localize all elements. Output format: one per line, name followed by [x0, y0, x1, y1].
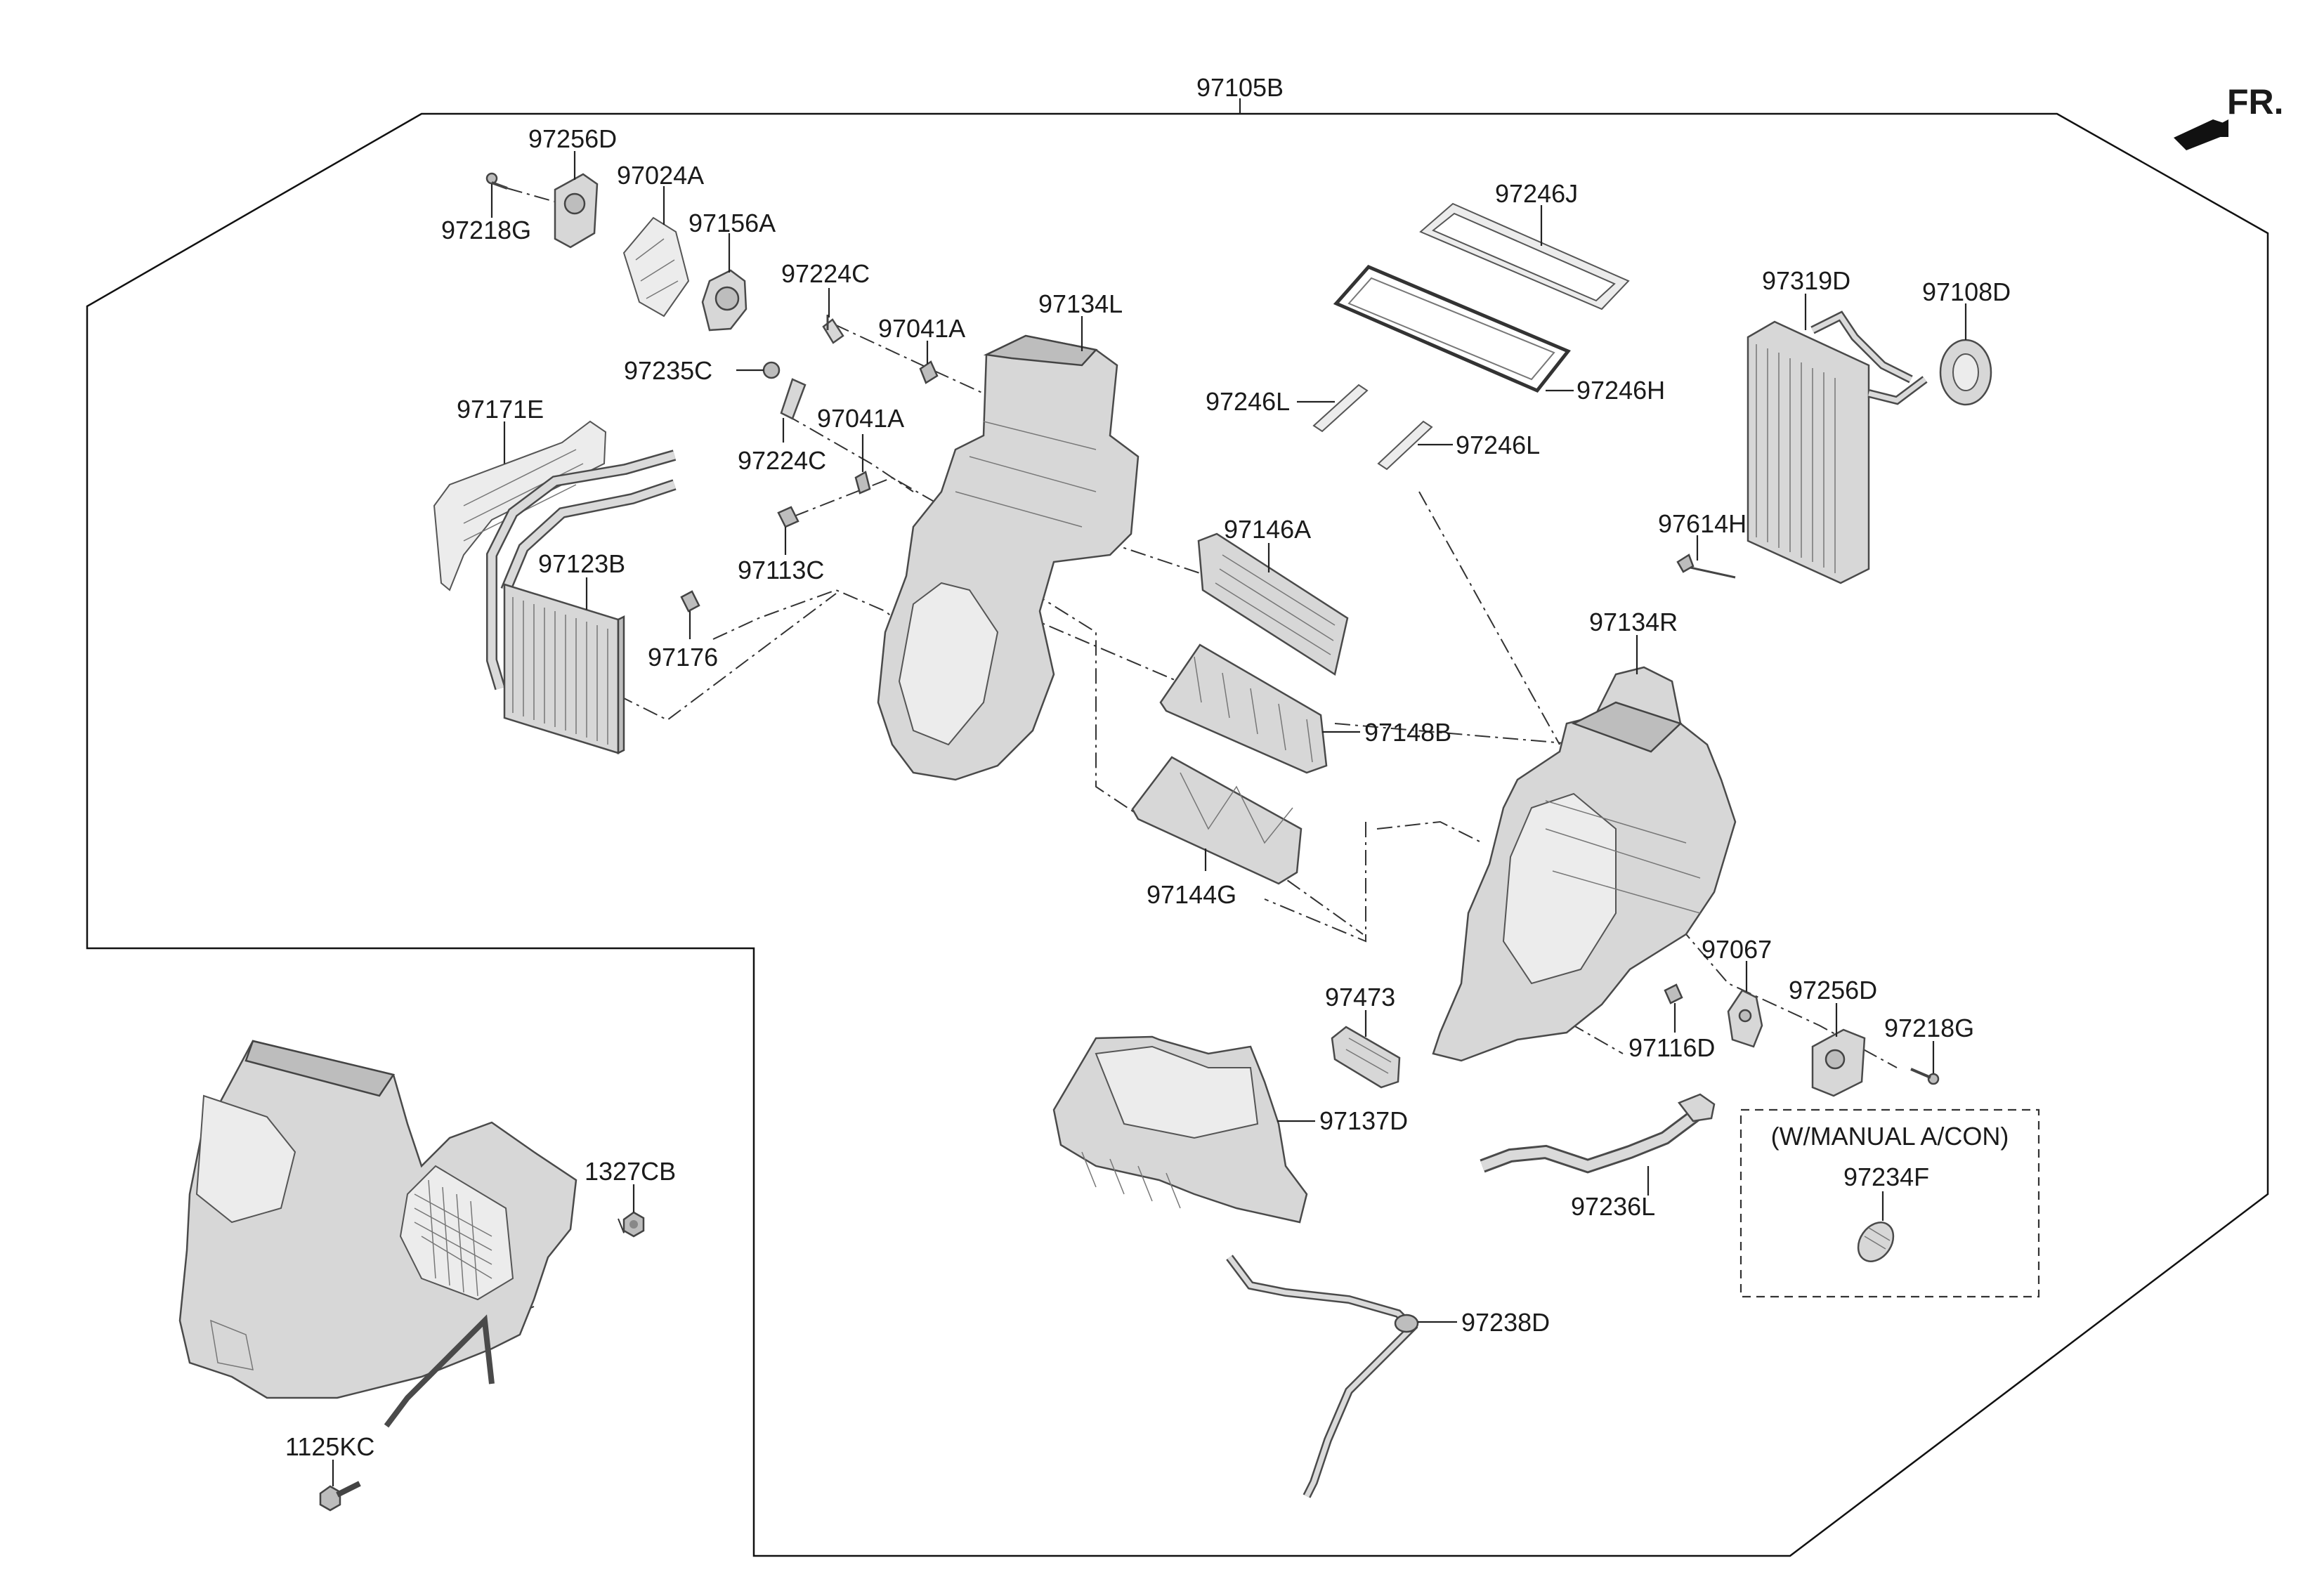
- label-97246l-right: 97246L: [1456, 431, 1540, 459]
- gasket-97108d-icon: [1939, 339, 1992, 406]
- front-direction-arrow-icon: [2174, 119, 2228, 150]
- label-97041a-mid: 97041A: [817, 404, 904, 433]
- drain-tube-97238d-icon: [1226, 1255, 1419, 1498]
- grommet-97235c-icon: [762, 361, 781, 379]
- bolt-1125kc-icon: [319, 1481, 361, 1512]
- screw-97218g-top-icon: [485, 172, 508, 190]
- filter-strip-97246l-left-icon: [1312, 384, 1369, 433]
- label-97473: 97473: [1325, 983, 1395, 1011]
- valve-97234f-icon: [1857, 1222, 1895, 1262]
- filter-strip-97246l-right-icon: [1377, 420, 1433, 471]
- label-97108d: 97108D: [1922, 277, 2011, 306]
- assembled-hvac-unit-icon: [178, 1040, 577, 1428]
- label-97319d: 97319D: [1762, 266, 1850, 295]
- label-97146a: 97146A: [1224, 515, 1311, 544]
- filter-seal-97246h-icon: [1333, 264, 1571, 393]
- heater-core-97123b-icon: [503, 583, 625, 755]
- connector-97113c-icon: [777, 506, 799, 528]
- sensor-97176-icon: [680, 590, 700, 613]
- assembly-outline-frame: [86, 112, 2269, 1557]
- sensor-97116d-icon: [1664, 983, 1683, 1004]
- clip-97041a-mid-icon: [854, 471, 871, 495]
- option-box-title: (W/MANUAL A/CON): [1771, 1122, 2009, 1151]
- label-97224c-top: 97224C: [781, 259, 870, 288]
- case-97134r-icon: [1432, 666, 1737, 1062]
- cover-97473-icon: [1331, 1026, 1401, 1089]
- label-97218g-top: 97218G: [441, 216, 531, 244]
- filter-frame-97246j-icon: [1419, 202, 1630, 310]
- door-97146a-icon: [1197, 532, 1349, 676]
- label-97137d: 97137D: [1319, 1106, 1408, 1135]
- label-97234f: 97234F: [1843, 1163, 1929, 1191]
- actuator-97256d-top-icon: [554, 173, 599, 249]
- door-97148b-icon: [1159, 643, 1328, 774]
- assembly-label: 97105B: [1196, 73, 1284, 102]
- case-97134l-icon: [877, 334, 1140, 781]
- label-97123b: 97123B: [538, 549, 625, 578]
- sensor-97614h-icon: [1676, 554, 1736, 579]
- door-97144g-icon: [1131, 756, 1303, 885]
- label-97116d: 97116D: [1628, 1033, 1715, 1062]
- actuator-97256d-bottom-icon: [1811, 1028, 1866, 1097]
- option-box: [1739, 1108, 2040, 1298]
- label-97224c-mid: 97224C: [738, 446, 826, 475]
- actuator-97067-icon: [1727, 989, 1763, 1048]
- label-1125kc: 1125KC: [285, 1432, 374, 1461]
- motor-97156a-icon: [701, 269, 748, 332]
- label-97134r: 97134R: [1589, 608, 1678, 636]
- label-97144g: 97144G: [1147, 880, 1236, 909]
- lever-97224c-mid-icon: [780, 378, 807, 420]
- label-97156a: 97156A: [688, 209, 776, 237]
- label-97235c: 97235C: [624, 356, 712, 385]
- drain-case-97137d-icon: [1052, 1035, 1308, 1224]
- label-97024a: 97024A: [617, 161, 704, 190]
- label-97067: 97067: [1702, 935, 1772, 964]
- drain-hose-97236l-icon: [1480, 1093, 1716, 1174]
- nut-1327cb-icon: [622, 1211, 645, 1238]
- screw-97218g-bottom-icon: [1910, 1068, 1940, 1085]
- label-97614h: 97614H: [1658, 509, 1747, 538]
- label-97148b: 97148B: [1364, 718, 1451, 747]
- label-97236l: 97236L: [1571, 1192, 1655, 1221]
- bracket-97024a-icon: [622, 216, 690, 317]
- label-97256d-bottom: 97256D: [1789, 976, 1877, 1004]
- heater-pipes-icon: [486, 450, 677, 690]
- label-97218g-bottom: 97218G: [1884, 1014, 1974, 1042]
- label-1327cb: 1327CB: [585, 1157, 676, 1186]
- evaporator-97319d-icon: [1747, 310, 1928, 584]
- label-97134l: 97134L: [1038, 289, 1123, 318]
- label-97256d-top: 97256D: [528, 124, 617, 153]
- label-97246l-left: 97246L: [1206, 387, 1290, 416]
- label-97176: 97176: [648, 643, 718, 672]
- front-direction-label: FR.: [2227, 82, 2284, 122]
- label-97246h: 97246H: [1576, 376, 1665, 405]
- label-97238d: 97238D: [1461, 1308, 1550, 1337]
- clip-97041a-top-icon: [919, 360, 939, 384]
- label-97041a-top: 97041A: [878, 314, 965, 343]
- lever-97224c-top-icon: [822, 315, 844, 344]
- label-97246j: 97246J: [1495, 179, 1578, 208]
- label-97171e: 97171E: [457, 395, 544, 424]
- label-97113c: 97113C: [738, 556, 824, 584]
